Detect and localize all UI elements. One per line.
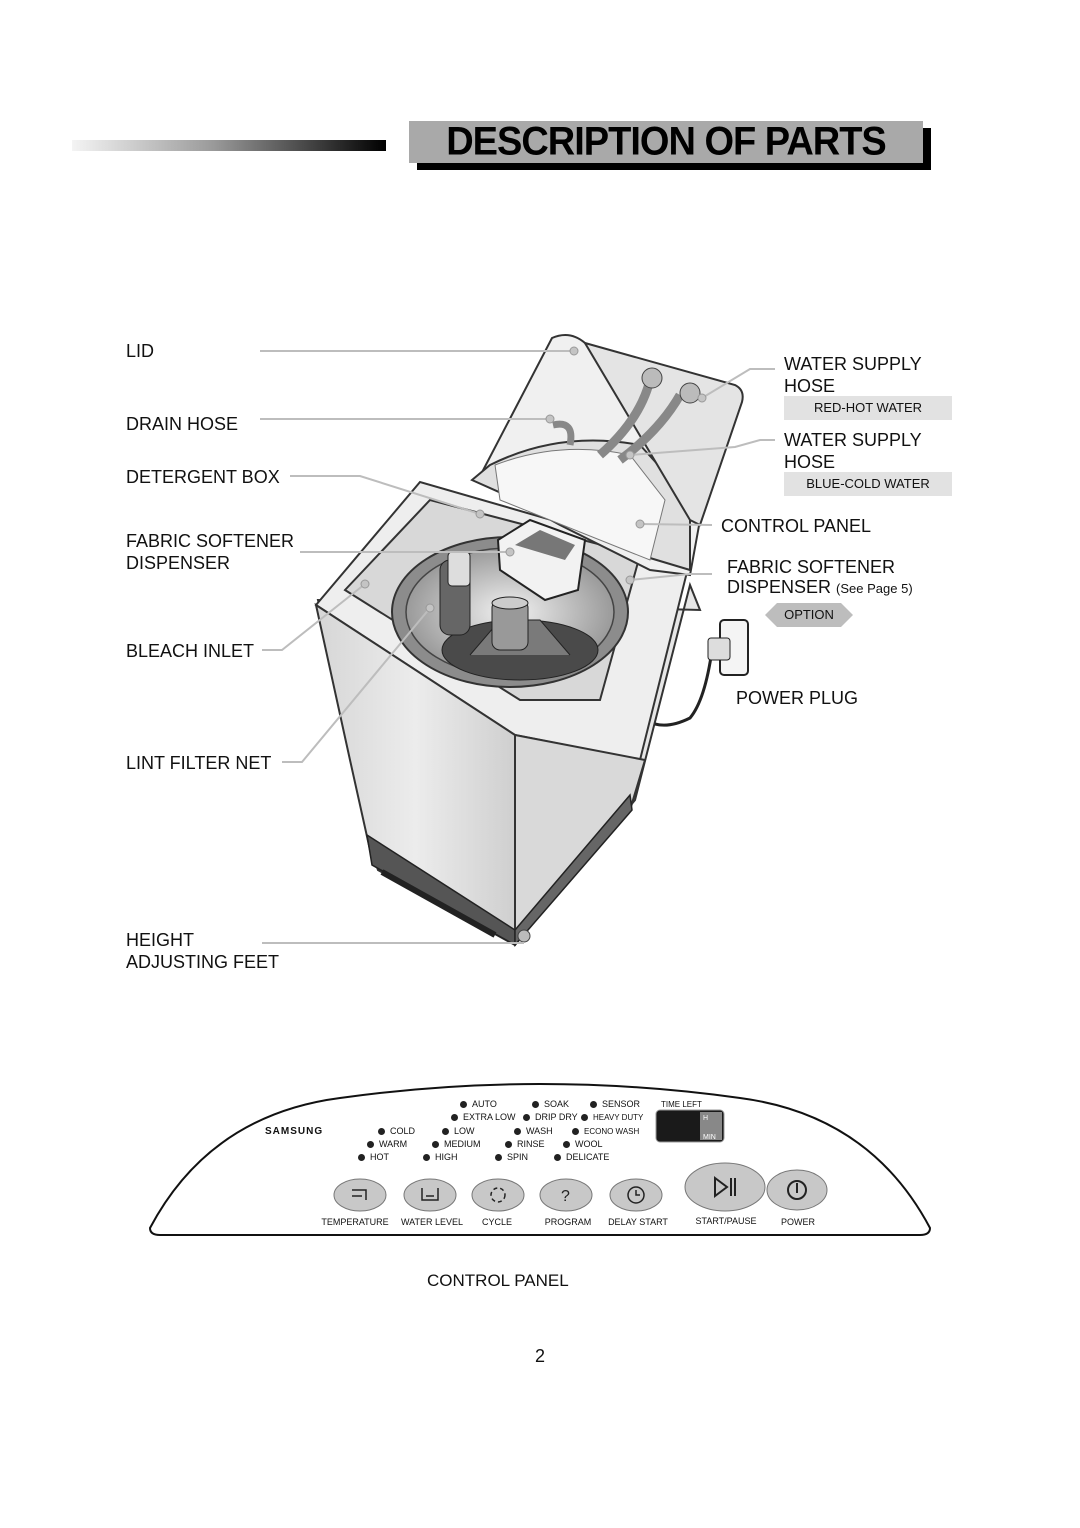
play-pause-icon [714,1176,736,1198]
label-dispenser-left: DISPENSER [126,553,231,573]
label-lid: LID [126,341,155,361]
cycle-button-shape [471,1178,525,1212]
option-high: HIGH [423,1152,458,1163]
water-level-button-shape [403,1178,457,1212]
cycle-button[interactable]: CYCLE [481,1217,512,1227]
power-icon [787,1180,807,1200]
option-auto: AUTO [460,1099,497,1110]
option-medium: MEDIUM [432,1139,481,1150]
label-drain-hose: DRAIN HOSE [126,414,239,434]
indicator-led [590,1101,597,1108]
indicator-led [563,1141,570,1148]
option-delicate: DELICATE [554,1152,609,1163]
option-spin: SPIN [495,1152,528,1163]
label-hose-cold: HOSE [784,452,836,472]
option-extra-low: EXTRA LOW [451,1112,516,1123]
option-sensor: SENSOR [590,1099,640,1110]
indicator-led [460,1101,467,1108]
label-control-panel: CONTROL PANEL [721,516,872,536]
indicator-led [432,1141,439,1148]
cycle-icon [490,1187,506,1203]
washing-machine-illustration [260,333,775,948]
option-soak: SOAK [532,1099,569,1110]
option-wash: WASH [514,1126,553,1137]
indicator-led [367,1141,374,1148]
option-econo-wash: ECONO WASH [572,1126,639,1137]
indicator-led [554,1154,561,1161]
indicator-led [495,1154,502,1161]
delay-start-button[interactable]: DELAY START [608,1217,668,1227]
water-level-button[interactable]: WATER LEVEL [400,1217,463,1227]
page-title: DESCRIPTION OF PARTS [446,119,887,165]
title-box: DESCRIPTION OF PARTS [409,119,923,165]
start-pause-button-shape [684,1162,766,1212]
label-water-supply-hot: WATER SUPPLY [784,354,922,374]
start-pause-button[interactable]: START/PAUSE [695,1216,757,1226]
indicator-led [532,1101,539,1108]
indicator-led [423,1154,430,1161]
indicator-led [378,1128,385,1135]
page-number: 2 [534,1346,545,1366]
indicator-led [514,1128,521,1135]
option-badge: OPTION [765,603,853,627]
label-adjusting-feet: ADJUSTING FEET [126,952,280,972]
display-h: H [703,1115,709,1122]
indicator-led [523,1114,530,1121]
power-button[interactable]: POWER [780,1217,815,1227]
indicator-led [581,1114,588,1121]
see-page-note: (See Page 5) [836,581,913,596]
label-bleach-inlet: BLEACH INLET [126,641,255,661]
program-button[interactable]: PROGRAM [544,1217,592,1227]
clock-icon [627,1186,645,1204]
title-gradient-bar [72,140,386,151]
option-hot: HOT [358,1152,389,1163]
option-text: OPTION [784,607,834,622]
control-panel-caption: CONTROL PANEL [427,1271,569,1290]
label-dispenser-right: DISPENSER (See Page 5) [727,576,913,600]
brand-logo: SAMSUNG [265,1126,324,1137]
label-fabric-softener-left: FABRIC SOFTENER [126,531,295,551]
option-cold: COLD [378,1126,415,1137]
faucet-icon [352,1189,367,1200]
option-low: LOW [442,1126,475,1137]
water-level-icon [421,1188,439,1201]
program-button-shape [539,1178,593,1212]
label-hose-hot: HOSE [784,376,836,396]
indicator-led [505,1141,512,1148]
panel-buttons: ? [333,1162,828,1212]
time-left-label: TIME LEFT [661,1100,702,1109]
temperature-button[interactable]: TEMPERATURE [321,1217,389,1227]
label-height: HEIGHT [126,930,195,950]
option-heavy-duty: HEAVY DUTY [581,1112,643,1123]
label-detergent-box: DETERGENT BOX [126,467,280,487]
label-power-plug: POWER PLUG [736,688,859,708]
indicator-led [358,1154,365,1161]
option-drip-dry: DRIP DRY [523,1112,578,1123]
question-icon: ? [561,1188,570,1205]
temperature-button-shape [333,1178,387,1212]
indicator-led [442,1128,449,1135]
label-water-supply-cold: WATER SUPPLY [784,430,922,450]
cold-water-tag: BLUE-COLD WATER [784,472,952,496]
option-rinse: RINSE [505,1139,545,1150]
dispenser-text: DISPENSER [727,577,832,597]
indicator-led [572,1128,579,1135]
label-fabric-softener-right: FABRIC SOFTENER [727,557,896,577]
option-warm: WARM [367,1139,407,1150]
option-wool: WOOL [563,1139,603,1150]
indicator-led [451,1114,458,1121]
label-lint-filter-net: LINT FILTER NET [126,753,272,773]
hot-water-tag: RED-HOT WATER [784,396,952,420]
display-min: MIN [703,1134,716,1141]
